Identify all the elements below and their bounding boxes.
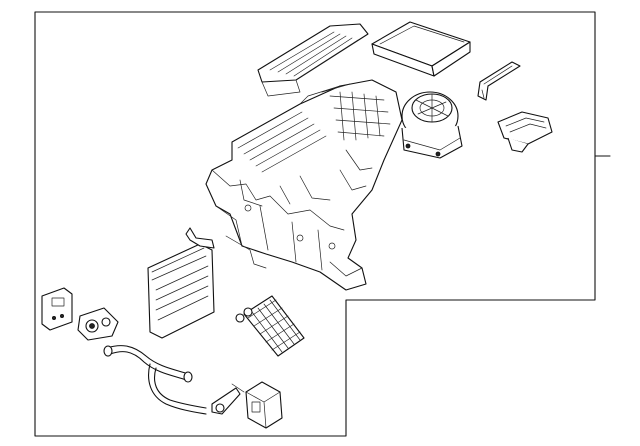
heater-core[interactable] <box>235 295 305 357</box>
expansion-valve[interactable] <box>77 307 119 341</box>
blower-resistor[interactable] <box>497 111 553 153</box>
seal-gasket[interactable] <box>477 61 521 101</box>
actuator-clip[interactable] <box>211 383 245 415</box>
temperature-sensor[interactable] <box>41 287 73 331</box>
evaporator-core[interactable] <box>147 227 215 339</box>
duct-cover <box>257 23 369 97</box>
mode-door-actuator[interactable] <box>245 381 283 429</box>
drain-hose[interactable] <box>103 345 207 415</box>
hvac-housing[interactable] <box>205 79 403 291</box>
cabin-air-filter[interactable] <box>371 21 471 77</box>
blower-motor[interactable] <box>401 91 463 159</box>
diagram-frame <box>34 11 596 437</box>
